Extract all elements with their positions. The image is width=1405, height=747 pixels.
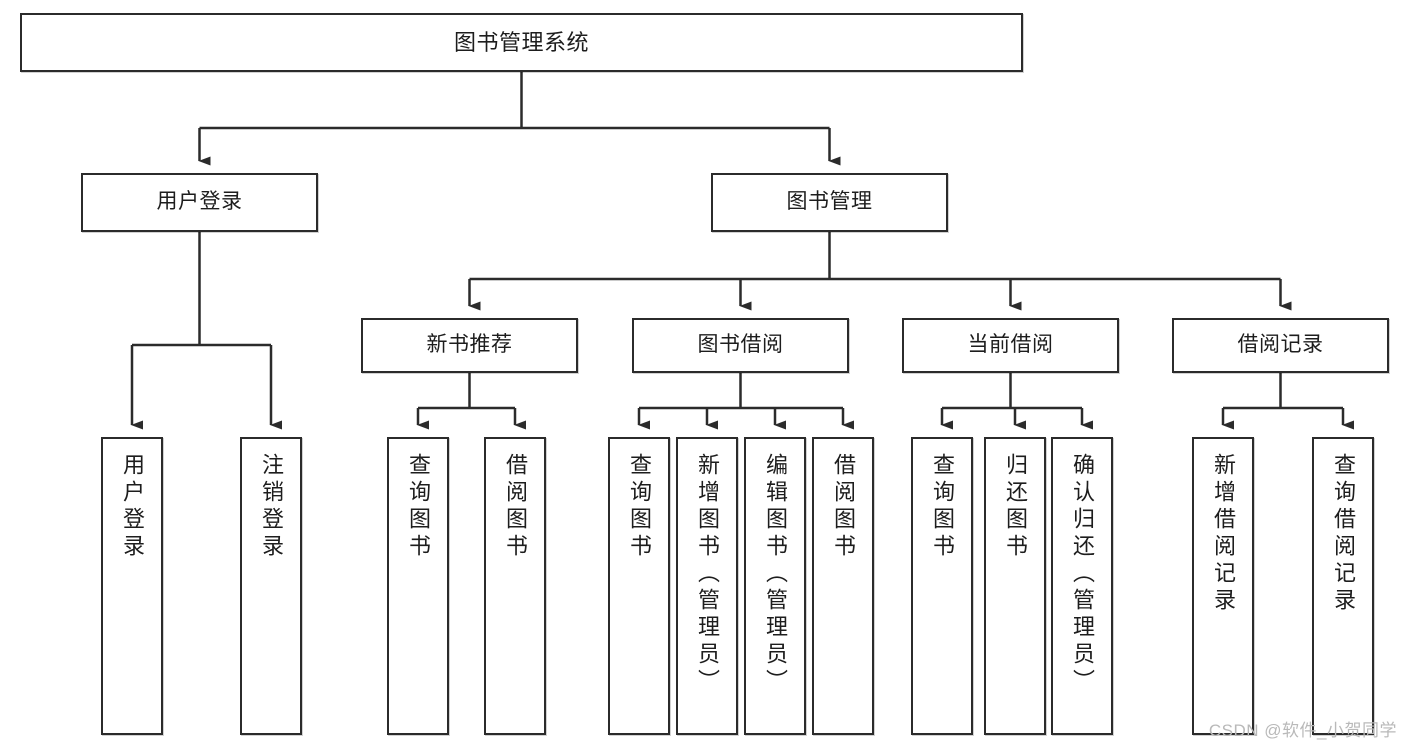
node-book_borrow[interactable]: 图书借阅 [632, 318, 849, 373]
node-leaf_borrow_1[interactable]: 借阅图书 [484, 437, 546, 735]
node-new_book_rec[interactable]: 新书推荐 [361, 318, 578, 373]
node-label: 新书推荐 [426, 333, 513, 357]
node-current_borrow[interactable]: 当前借阅 [902, 318, 1119, 373]
node-label: 用户登录 [120, 453, 145, 561]
node-leaf_confirm[interactable]: 确认归还（管理员） [1051, 437, 1113, 735]
node-label: 用户登录 [156, 190, 243, 214]
node-leaf_edit_book[interactable]: 编辑图书（管理员） [744, 437, 806, 735]
node-label: 查询图书 [930, 453, 955, 561]
node-label: 归还图书 [1003, 453, 1028, 561]
node-label: 借阅记录 [1237, 333, 1324, 357]
node-label: 借阅图书 [831, 453, 856, 561]
node-root[interactable]: 图书管理系统 [20, 13, 1023, 72]
node-label: 确认归还（管理员） [1070, 453, 1095, 696]
node-label: 查询图书 [627, 453, 652, 561]
node-leaf_add_rec[interactable]: 新增借阅记录 [1192, 437, 1254, 735]
node-label: 编辑图书（管理员） [763, 453, 788, 696]
node-label: 借阅图书 [503, 453, 528, 561]
node-label: 当前借阅 [967, 333, 1054, 357]
node-leaf_logout[interactable]: 注销登录 [240, 437, 302, 735]
node-leaf_borrow_2[interactable]: 借阅图书 [812, 437, 874, 735]
node-label: 图书管理系统 [453, 29, 589, 55]
node-leaf_add_book[interactable]: 新增图书（管理员） [676, 437, 738, 735]
node-label: 查询图书 [406, 453, 431, 561]
node-label: 查询借阅记录 [1331, 453, 1356, 615]
node-book_manage[interactable]: 图书管理 [711, 173, 948, 232]
node-label: 图书借阅 [697, 333, 784, 357]
node-leaf_query_rec[interactable]: 查询借阅记录 [1312, 437, 1374, 735]
node-leaf_query_1[interactable]: 查询图书 [387, 437, 449, 735]
node-leaf_query_2[interactable]: 查询图书 [608, 437, 670, 735]
node-label: 新增图书（管理员） [695, 453, 720, 696]
watermark-text: CSDN @软件_小贺同学 [1208, 721, 1397, 740]
node-label: 注销登录 [259, 453, 284, 561]
node-borrow_record[interactable]: 借阅记录 [1172, 318, 1389, 373]
node-leaf_query_3[interactable]: 查询图书 [911, 437, 973, 735]
node-leaf_return[interactable]: 归还图书 [984, 437, 1046, 735]
node-leaf_user_login[interactable]: 用户登录 [101, 437, 163, 735]
node-user_login[interactable]: 用户登录 [81, 173, 318, 232]
node-label: 新增借阅记录 [1211, 453, 1236, 615]
node-label: 图书管理 [786, 190, 873, 214]
